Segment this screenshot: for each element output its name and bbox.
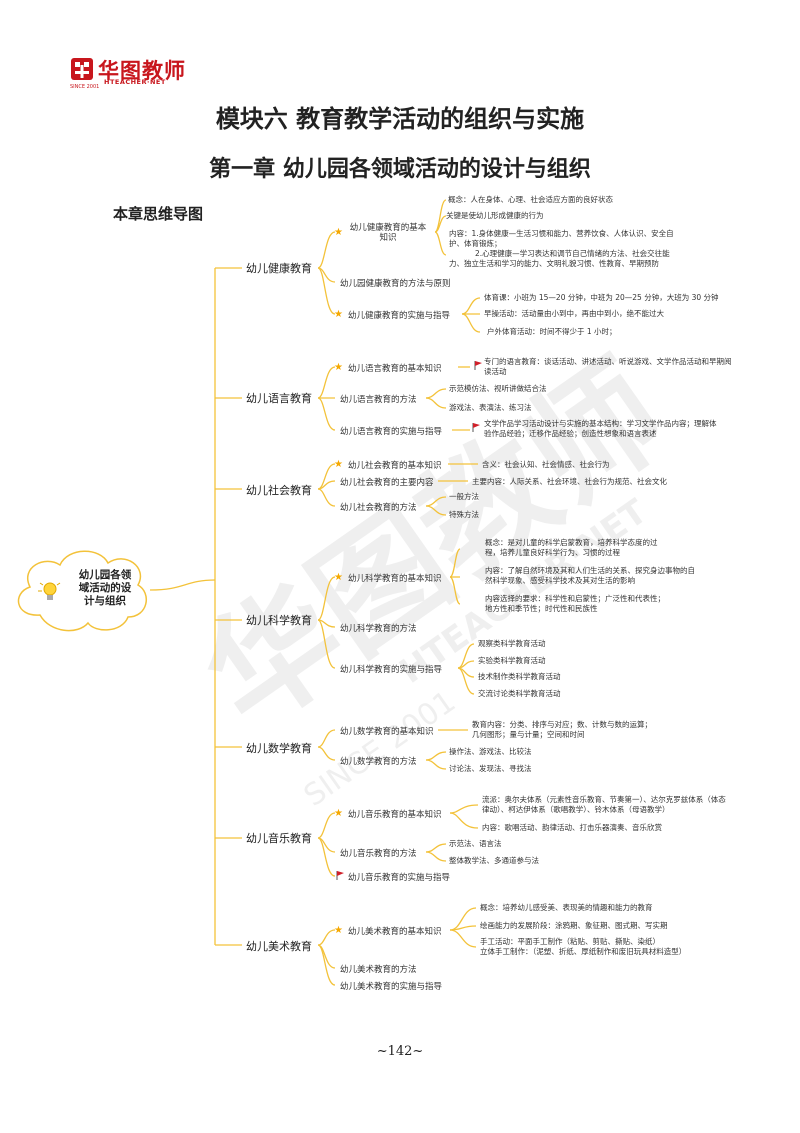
health-knowledge: 幼儿健康教育的基本知识 <box>349 223 427 243</box>
star-icon: ★ <box>334 808 343 819</box>
health-content-1: 内容：1.身体健康—生活习惯和能力、营养饮食、人体认识、安全自 <box>449 229 674 238</box>
module-title: 模块六 教育教学活动的组织与实施 <box>215 104 585 133</box>
health-content-3: 2.心理健康—学习表达和调节自己情绪的方法、社会交往能 <box>475 249 670 258</box>
domain-music: 幼儿音乐教育 <box>246 832 312 845</box>
science-content-2: 然科学现象、感受科学技术及其对生活的影响 <box>485 576 635 585</box>
star-icon: ★ <box>334 309 343 320</box>
language-method-1: 示范模仿法、视听讲做结合法 <box>449 384 547 393</box>
center-node-label: 幼儿园各领域活动的设计与组织 <box>78 569 132 607</box>
flag-icon <box>472 423 480 432</box>
star-icon: ★ <box>334 362 343 373</box>
lightbulb-icon <box>38 582 61 600</box>
language-method-2: 游戏法、表演法、练习法 <box>449 403 532 412</box>
social-content: 幼儿社会教育的主要内容 <box>340 478 434 488</box>
chapter-title: 第一章 幼儿园各领域活动的设计与组织 <box>209 156 591 182</box>
social-meaning: 含义：社会认知、社会情感、社会行为 <box>482 460 610 469</box>
health-methods: 幼儿园健康教育的方法与原则 <box>340 279 451 289</box>
language-methods: 幼儿语言教育的方法 <box>340 395 417 405</box>
science-practice-2: 实验类科学教育活动 <box>478 656 546 665</box>
language-special-1: 专门的语言教育：谈话活动、讲述活动、听说游戏、文学作品活动和早期阅 <box>484 357 732 366</box>
domain-social: 幼儿社会教育 <box>246 484 312 497</box>
health-key: 关键是使幼儿形成健康的行为 <box>446 211 544 220</box>
art-concept: 概念：培养幼儿感受美、表现美的情趣和能力的教育 <box>480 903 653 912</box>
cloud-shape <box>17 550 148 632</box>
domain-health: 幼儿健康教育 <box>246 262 312 275</box>
health-practice: 幼儿健康教育的实施与指导 <box>348 311 451 321</box>
music-content: 内容：歌唱活动、韵律活动、打击乐器演奏、音乐欣赏 <box>482 823 662 832</box>
music-method-2: 整体教学法、多通道参与法 <box>449 856 539 865</box>
art-methods: 幼儿美术教育的方法 <box>340 965 417 975</box>
domain-science: 幼儿科学教育 <box>246 614 312 627</box>
music-school-1: 流派：奥尔夫体系（元素性音乐教育、节奏第一）、达尔克罗兹体系（体态 <box>482 795 726 804</box>
music-school-2: 律动）、柯达伊体系（歌唱教学）、铃木体系（母语教学） <box>482 805 670 814</box>
page-number: ~142~ <box>376 1044 424 1059</box>
logo-mark-icon <box>71 58 93 80</box>
science-req-1: 内容选择的要求：科学性和启蒙性；广泛性和代表性； <box>485 594 665 603</box>
science-knowledge: 幼儿科学教育的基本知识 <box>348 574 442 584</box>
brand-since: SINCE 2001 <box>70 84 100 90</box>
star-icon: ★ <box>334 572 343 583</box>
brand-name-en: HTEACHER·NET <box>104 78 166 86</box>
language-practice: 幼儿语言教育的实施与指导 <box>340 427 443 437</box>
science-practice-4: 交流讨论类科学教育活动 <box>478 689 561 698</box>
health-concept: 概念：人在身体、心理、社会适应方面的良好状态 <box>448 195 613 204</box>
math-methods: 幼儿数学教育的方法 <box>340 757 417 767</box>
science-concept-2: 程，培养儿童良好科学行为、习惯的过程 <box>485 548 620 557</box>
science-req-2: 地方性和季节性；时代性和民族性 <box>485 604 598 613</box>
art-stages: 绘画能力的发展阶段：涂鸦期、象征期、图式期、写实期 <box>480 921 668 930</box>
social-methods: 幼儿社会教育的方法 <box>340 503 417 513</box>
health-pe-class: 体育课：小班为 15—20 分钟，中班为 20—25 分钟，大班为 30 分钟 <box>484 293 719 302</box>
health-morning: 早操活动：活动量由小到中，再由中到小，绝不能过大 <box>484 309 664 318</box>
music-method-1: 示范法、语言法 <box>449 839 502 848</box>
social-knowledge: 幼儿社会教育的基本知识 <box>348 461 442 471</box>
art-craft-2: 立体手工制作：（泥塑、折纸、厚纸制作和废旧玩具材料造型） <box>480 947 687 956</box>
flag-icon <box>336 871 344 880</box>
center-node: 幼儿园各领域活动的设计与组织 <box>10 545 150 635</box>
mindmap-heading: 本章思维导图 <box>113 205 204 223</box>
health-content-4: 力、独立生活和学习的能力、文明礼貌习惯、性教育、早期预防 <box>449 259 659 268</box>
science-concept-1: 概念：是对儿童的科学启蒙教育，培养科学态度的过 <box>485 538 658 547</box>
art-craft-1: 手工活动：平面手工制作（粘贴、剪贴、撕贴、染纸） <box>480 937 660 946</box>
flag-icon <box>474 361 482 370</box>
science-practice-3: 技术制作类科学教育活动 <box>478 672 561 681</box>
language-lit-1: 文学作品学习活动设计与实施的基本结构：学习文学作品内容；理解体 <box>484 419 717 428</box>
health-content-2: 护、体育锻炼； <box>449 239 502 248</box>
art-practice: 幼儿美术教育的实施与指导 <box>340 982 443 992</box>
star-icon: ★ <box>334 227 343 238</box>
art-knowledge: 幼儿美术教育的基本知识 <box>348 927 442 937</box>
science-content-1: 内容：了解自然环境及其和人们生活的关系、探究身边事物的自 <box>485 566 695 575</box>
star-icon: ★ <box>334 459 343 470</box>
science-practice: 幼儿科学教育的实施与指导 <box>340 665 443 675</box>
music-practice: 幼儿音乐教育的实施与指导 <box>348 873 451 883</box>
domain-language: 幼儿语言教育 <box>246 392 312 405</box>
language-lit-2: 验作品经验；迁移作品经验；创造性想象和语言表述 <box>484 429 657 438</box>
brand-name: 华图教师 <box>98 59 186 83</box>
social-content-detail: 主要内容：人际关系、社会环境、社会行为规范、社会文化 <box>472 477 667 486</box>
health-outdoor: 户外体育活动：时间不得少于 1 小时； <box>487 327 617 336</box>
star-icon: ★ <box>334 925 343 936</box>
math-knowledge: 幼儿数学教育的基本知识 <box>340 727 434 737</box>
math-method-1: 操作法、游戏法、比较法 <box>449 747 532 756</box>
social-method-1: 一般方法 <box>449 492 479 501</box>
domain-art: 幼儿美术教育 <box>246 940 312 953</box>
music-knowledge: 幼儿音乐教育的基本知识 <box>348 810 442 820</box>
science-practice-1: 观察类科学教育活动 <box>478 639 546 648</box>
science-methods: 幼儿科学教育的方法 <box>340 624 417 634</box>
math-content-1: 教育内容：分类、排序与对应；数、计数与数的运算； <box>472 720 652 729</box>
social-method-2: 特殊方法 <box>449 510 479 519</box>
math-content-2: 几何图形；量与计量；空间和时间 <box>472 730 585 739</box>
music-methods: 幼儿音乐教育的方法 <box>340 849 417 859</box>
domain-math: 幼儿数学教育 <box>246 742 312 755</box>
language-knowledge: 幼儿语言教育的基本知识 <box>348 364 442 374</box>
brand-logo: 华图教师 HTEACHER·NET SINCE 2001 <box>70 54 190 90</box>
math-method-2: 讨论法、发现法、寻找法 <box>449 764 532 773</box>
language-special-2: 读活动 <box>484 367 507 376</box>
